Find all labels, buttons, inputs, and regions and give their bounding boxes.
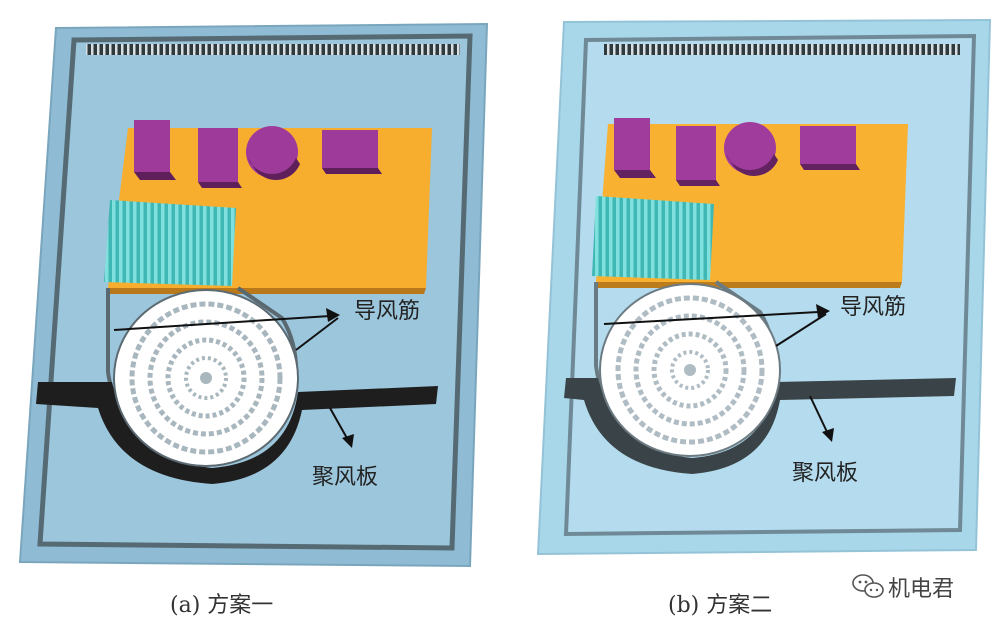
chip-4-a (322, 130, 378, 168)
wechat-icon (852, 574, 884, 598)
rib-label-b: 导风筋 (840, 295, 906, 320)
plate-b (564, 378, 956, 474)
caption-b: (b) 方案二 (668, 593, 772, 618)
plate-a (36, 382, 438, 484)
vent-b (604, 44, 960, 55)
chip-2-a (198, 128, 238, 182)
chip-4-b (800, 126, 856, 164)
chip-3-a (246, 126, 298, 178)
plate-arrow-a (329, 407, 349, 441)
rib-arrow-a (113, 315, 331, 331)
vent-a (86, 44, 460, 55)
fan-b (599, 283, 781, 457)
panel-a: 导风筋 聚风板 (18, 22, 489, 568)
rib-arrow-b (603, 311, 819, 325)
heatsink-b (592, 196, 714, 280)
plate-label-b: 聚风板 (792, 461, 858, 486)
fan-a (113, 289, 299, 467)
chip-3-b (724, 122, 776, 174)
caption-a: (a) 方案一 (170, 593, 273, 618)
watermark-text: 机电君 (888, 577, 954, 602)
heatsink-a (104, 200, 236, 286)
rib-label-a: 导风筋 (354, 299, 420, 324)
panel-b: 导风筋 聚风板 (536, 18, 992, 556)
chip-1-b (614, 118, 650, 170)
chip-1-a (134, 120, 170, 172)
plate-arrow-b (809, 395, 829, 435)
plate-label-a: 聚风板 (312, 465, 378, 490)
chip-2-b (676, 126, 716, 180)
